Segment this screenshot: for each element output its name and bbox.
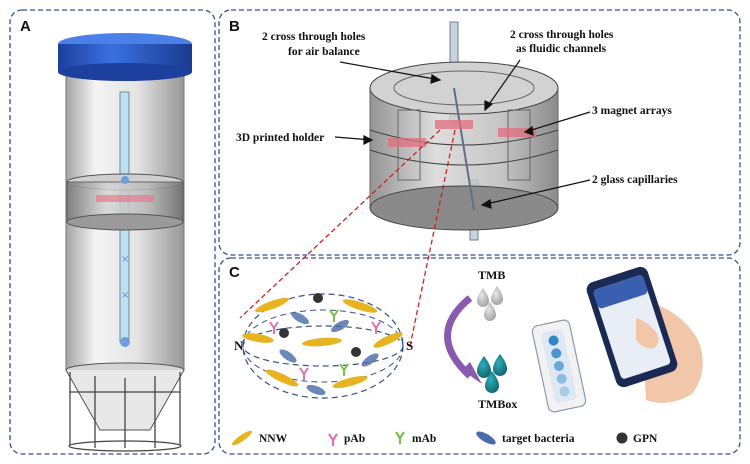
label-capillaries: 2 glass capillaries xyxy=(592,174,678,186)
label-fluidic-line2: as fluidic channels xyxy=(516,43,607,55)
tube-stand xyxy=(68,372,182,452)
label-magnets: 3 magnet arrays xyxy=(592,105,672,117)
legend-bacteria-swatch xyxy=(476,431,496,445)
magnet-center xyxy=(435,120,473,129)
holder-cylinder-bottom xyxy=(369,185,559,231)
pole-south: S xyxy=(406,338,413,353)
legend-mab: mAb xyxy=(412,433,436,445)
magnet-band xyxy=(96,195,154,202)
marker-x-1: × xyxy=(121,254,129,265)
thumb xyxy=(636,318,659,349)
smartphone-in-hand xyxy=(586,266,703,403)
holder-inner-rim xyxy=(393,70,535,106)
label-air-holes-line2: for air balance xyxy=(288,46,360,58)
panel-b: B xyxy=(218,9,741,256)
panel-a: A × × xyxy=(9,9,216,455)
sphere-latitude xyxy=(242,309,404,383)
reaction-arrow xyxy=(444,295,473,379)
label-air-holes-line1: 2 cross through holes xyxy=(262,31,366,43)
legend-nnw-swatch xyxy=(232,430,252,446)
legend-bacteria: target bacteria xyxy=(502,433,575,445)
panel-c-letter: C xyxy=(229,264,240,281)
zoom-line-left xyxy=(239,129,441,319)
pole-north: N xyxy=(234,338,244,353)
marker-dot-bottom xyxy=(120,337,130,347)
panel-a-letter: A xyxy=(20,18,31,35)
legend-pab-swatch xyxy=(328,433,338,446)
label-fluidic-line1: 2 cross through holes xyxy=(510,29,614,41)
zoom-line-right xyxy=(409,129,456,347)
legend-pab: pAb xyxy=(344,433,365,445)
panel-a-border xyxy=(9,9,216,455)
magnetic-sphere xyxy=(242,293,404,399)
gpn-group xyxy=(279,293,361,357)
tmbox-drops xyxy=(477,354,507,393)
phone-screen-header xyxy=(593,275,648,309)
magnet-right xyxy=(498,128,536,137)
fluid-hole xyxy=(507,109,531,181)
legend-nnw: NNW xyxy=(259,433,288,445)
holder-bottom xyxy=(66,213,184,231)
label-tmb: TMB xyxy=(478,268,505,282)
nnw-group xyxy=(242,297,403,389)
marker-dot xyxy=(121,176,129,184)
holder-cylinder-top xyxy=(369,61,559,115)
tmb-drops xyxy=(477,286,503,321)
reaction-arrow-head xyxy=(462,362,482,384)
panel-c: C xyxy=(218,129,741,455)
test-strip xyxy=(531,319,587,413)
bacteria-group xyxy=(279,311,379,396)
legend: NNW pAb mAb target bacteria GPN xyxy=(232,430,658,446)
magnet-left xyxy=(388,138,426,147)
marker-x-2: × xyxy=(121,290,129,301)
callout-arrows xyxy=(334,59,591,209)
centrifuge-tube-illustration: × × xyxy=(58,33,192,452)
cap-bottom-rim xyxy=(58,63,192,81)
holder-3d-illustration xyxy=(369,21,559,241)
panel-b-letter: B xyxy=(229,18,240,35)
legend-gpn-swatch xyxy=(616,432,628,444)
panel-c-border xyxy=(218,257,741,455)
legend-mab-swatch xyxy=(395,431,405,444)
antibody-group xyxy=(269,309,381,380)
holder-groove-2 xyxy=(369,149,559,166)
legend-gpn: GPN xyxy=(633,433,658,445)
label-holder: 3D printed holder xyxy=(236,132,324,144)
capillary-inside xyxy=(453,87,475,211)
label-tmbox: TMBox xyxy=(478,397,517,411)
panel-b-border xyxy=(218,9,741,256)
